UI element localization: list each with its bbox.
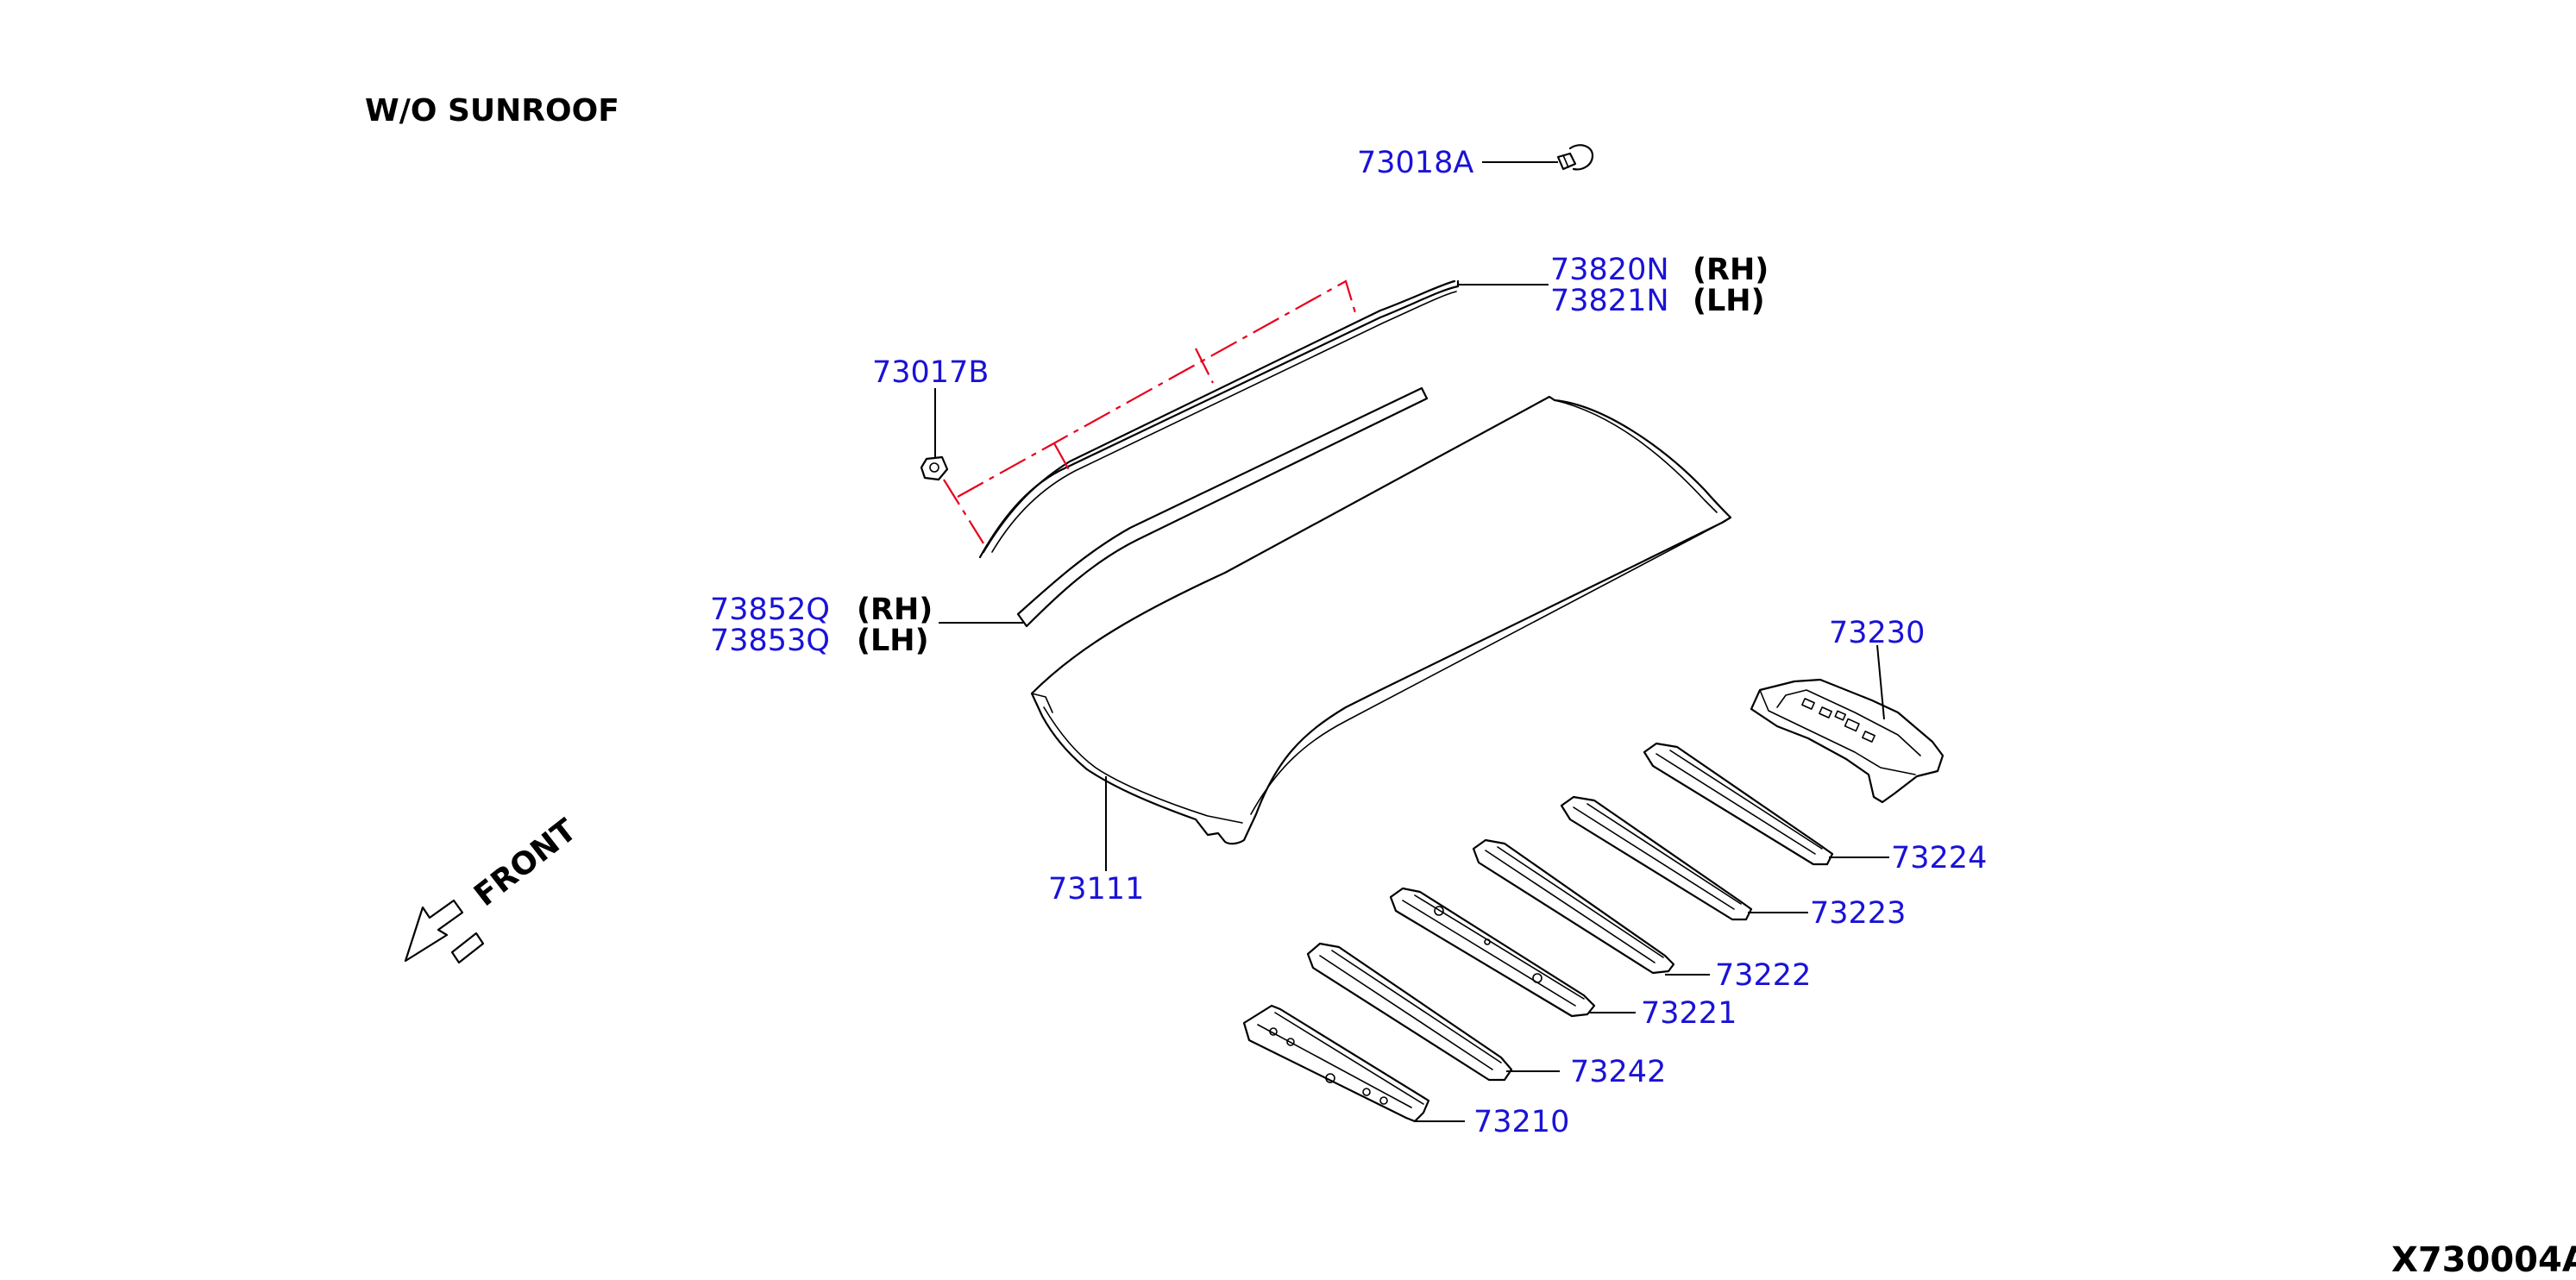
front-roof-rail[interactable] [1242,1004,1465,1123]
installation-guide-line [943,279,1358,544]
label-73853q-side: (LH) [857,624,929,658]
roof-panel[interactable] [1030,395,1732,871]
roof-bow-73242[interactable] [1306,942,1560,1082]
rear-roof-rail[interactable] [1750,644,1945,804]
label-73230[interactable]: 73230 [1829,616,1925,650]
drawing-code: X730004A [2391,1240,2576,1280]
label-73224[interactable]: 73224 [1891,841,1987,875]
front-arrow-icon [404,899,485,964]
label-73852q[interactable]: 73852Q [710,593,830,627]
label-73018a[interactable]: 73018A [1357,146,1473,180]
label-73821n[interactable]: 73821N [1550,284,1669,318]
label-73821n-side: (LH) [1693,284,1765,318]
label-73852q-side: (RH) [857,593,933,627]
label-73017b[interactable]: 73017B [872,355,989,390]
roof-bow-73222[interactable] [1472,838,1710,976]
roof-bow-73224[interactable] [1643,742,1889,866]
label-73242[interactable]: 73242 [1570,1055,1666,1089]
label-73820n-side: (RH) [1693,253,1769,287]
front-label: FRONT [468,813,583,913]
roof-molding[interactable] [978,279,1549,559]
label-73223[interactable]: 73223 [1810,896,1906,931]
label-73222[interactable]: 73222 [1715,958,1811,993]
clip-73017b[interactable] [920,388,949,481]
label-73820n[interactable]: 73820N [1550,253,1669,287]
roof-bow-73221[interactable] [1389,887,1636,1018]
label-73111[interactable]: 73111 [1048,872,1144,907]
label-73853q[interactable]: 73853Q [710,624,830,658]
label-73221[interactable]: 73221 [1641,996,1737,1031]
roof-bow-73223[interactable] [1560,795,1808,921]
drip-molding[interactable] [939,386,1429,628]
bolt-73018a[interactable] [1482,144,1594,171]
label-73210[interactable]: 73210 [1473,1105,1569,1139]
diagram-title: W/O SUNROOF [365,93,619,129]
